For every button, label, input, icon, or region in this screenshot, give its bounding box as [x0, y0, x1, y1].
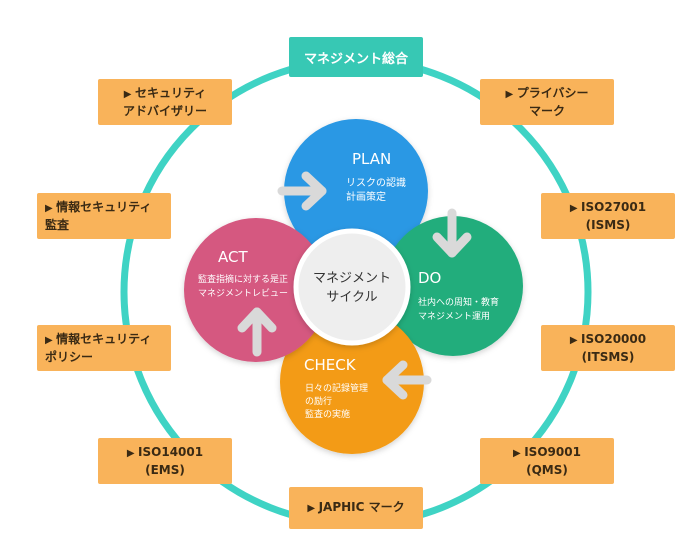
check-desc-2: の励行	[305, 395, 332, 407]
item-security-advisory-line1: セキュリティ	[106, 85, 224, 103]
do-desc-1: 社内への周知・教育	[418, 296, 499, 308]
check-circle	[280, 310, 424, 454]
item-privacy-mark-line1: プライバシー	[488, 85, 606, 103]
act-desc-2: マネジメントレビュー	[198, 288, 288, 299]
do-circle	[383, 216, 523, 356]
item-iso14001-line1: ISO14001	[106, 444, 224, 462]
item-iso20000-line1: ISO20000	[549, 331, 667, 349]
item-security-advisory-line2: アドバイザリー	[122, 103, 207, 118]
center-label-2: サイクル	[326, 290, 377, 305]
item-infosec-audit-line2: 監査	[45, 217, 70, 232]
plan-circle	[284, 119, 428, 263]
arrow-up-icon	[237, 307, 277, 357]
check-title: CHECK	[304, 356, 357, 374]
item-privacy-mark[interactable]: プライバシー マーク	[480, 79, 614, 125]
act-phase: ACT 監査指摘に対する是正 マネジメントレビュー	[184, 218, 328, 362]
item-iso20000-line2: (ITSMS)	[581, 349, 635, 364]
center-hub: マネジメント サイクル	[293, 228, 411, 346]
arrow-left-icon	[382, 360, 432, 400]
item-japhic-mark[interactable]: JAPHIC マーク	[289, 487, 423, 529]
plan-phase: PLAN リスクの認識 計画策定	[284, 119, 428, 263]
title-box: マネジメント総合	[289, 37, 423, 77]
item-infosec-policy[interactable]: 情報セキュリティ ポリシー	[37, 325, 171, 371]
item-infosec-policy-line2: ポリシー	[45, 349, 94, 364]
plan-desc-2: 計画策定	[346, 190, 386, 203]
act-title: ACT	[218, 248, 248, 266]
arrow-right-icon	[277, 171, 327, 211]
item-iso27001-line1: ISO27001	[549, 199, 667, 217]
item-privacy-mark-line2: マーク	[528, 103, 565, 118]
act-circle	[184, 218, 328, 362]
plan-desc-1: リスクの認識	[346, 176, 406, 189]
item-iso9001-line1: ISO9001	[488, 444, 606, 462]
check-desc-1: 日々の記録管理	[305, 382, 368, 394]
item-iso20000[interactable]: ISO20000 (ITSMS)	[541, 325, 675, 371]
plan-title: PLAN	[352, 150, 391, 168]
center-label-1: マネジメント	[313, 271, 391, 286]
item-infosec-audit[interactable]: 情報セキュリティ 監査	[37, 193, 171, 239]
arrow-down-icon	[432, 208, 472, 258]
item-iso14001[interactable]: ISO14001 (EMS)	[98, 438, 232, 484]
item-iso9001[interactable]: ISO9001 (QMS)	[480, 438, 614, 484]
do-desc-2: マネジメント運用	[418, 311, 490, 322]
item-iso27001-line2: (ISMS)	[585, 217, 631, 232]
center-circle	[293, 228, 411, 346]
check-phase: CHECK 日々の記録管理 の励行 監査の実施	[280, 310, 424, 454]
item-iso9001-line2: (QMS)	[526, 462, 568, 477]
item-japhic-mark-line1: JAPHIC マーク	[297, 499, 415, 517]
act-desc-1: 監査指摘に対する是正	[198, 273, 288, 285]
item-infosec-audit-line1: 情報セキュリティ	[45, 199, 163, 217]
do-phase: DO 社内への周知・教育 マネジメント運用	[383, 216, 523, 356]
do-title: DO	[418, 269, 441, 287]
item-iso27001[interactable]: ISO27001 (ISMS)	[541, 193, 675, 239]
item-iso14001-line2: (EMS)	[145, 462, 185, 477]
item-infosec-policy-line1: 情報セキュリティ	[45, 331, 163, 349]
check-desc-3: 監査の実施	[305, 408, 350, 420]
item-security-advisory[interactable]: セキュリティ アドバイザリー	[98, 79, 232, 125]
